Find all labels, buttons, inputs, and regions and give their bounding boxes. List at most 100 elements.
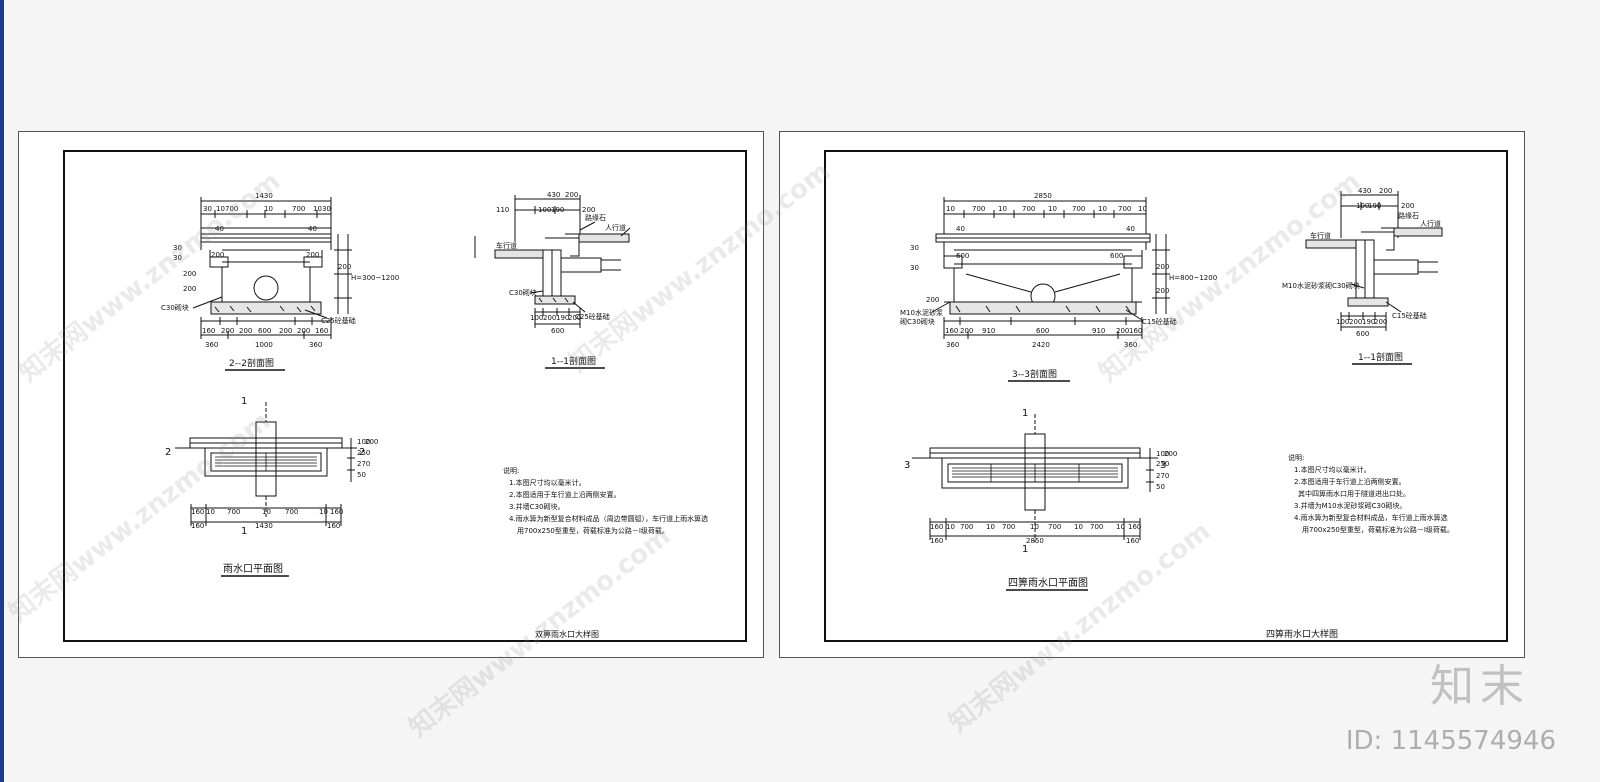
double-inlet-drawing: 1430 30 10 700 10 700 10 30 40 40 200 20…: [161, 191, 631, 577]
side-200b: 200: [183, 285, 196, 293]
s33-label-40a: 40: [956, 225, 965, 233]
label-40b: 40: [308, 225, 317, 233]
s33-dim-700c: 700: [1072, 205, 1085, 213]
s33-b-910b: 910: [1092, 327, 1105, 335]
plan-b-160: 160: [191, 508, 204, 516]
qp-o-2850: 2850: [1026, 537, 1044, 545]
plan-s-270: 270: [357, 460, 370, 468]
side-h: H=300~1200: [351, 274, 399, 282]
plan-o-1430: 1430: [255, 522, 273, 530]
s11-dim-100: 100: [538, 206, 551, 214]
label-200b: 200: [306, 251, 319, 259]
q-note-item-4: 3.井墙为M10水泥砂浆砌C30砌块。: [1294, 502, 1407, 510]
s33-b-160b: 160: [1129, 327, 1142, 335]
qp-b-10b: 10: [986, 523, 995, 531]
q11-b-200: 200: [1349, 318, 1362, 326]
qp-b-160: 160: [930, 523, 943, 531]
mark-2-left: 2: [165, 447, 171, 458]
dim-o-360a: 360: [205, 341, 218, 349]
q11-b-600: 600: [1356, 330, 1369, 338]
s33-dim-700a: 700: [972, 205, 985, 213]
label-c25: C25砼基础: [321, 316, 356, 325]
q11-car-lane: 车行道: [1310, 231, 1331, 240]
qp-b-700a: 700: [960, 523, 973, 531]
s11-b-600: 600: [551, 327, 564, 335]
s33-label-c30: 砌C30砌块: [900, 317, 935, 326]
s33-o-360b: 360: [1124, 341, 1137, 349]
q11-sidewalk: 人行道: [1420, 219, 1441, 228]
s11-b-200: 200: [543, 314, 556, 322]
plan-s-250: 250: [357, 449, 370, 457]
s33-b-910: 910: [982, 327, 995, 335]
label-curb: 路缘石: [585, 213, 606, 222]
dim-o-1000: 1000: [255, 341, 273, 349]
plan-s-100: 100: [357, 438, 370, 446]
side-200c: 200: [338, 263, 351, 271]
q-note-item-2: 2.本图适用于车行道上沿两侧安置。: [1294, 478, 1406, 486]
s33-side-200b: 200: [1156, 263, 1169, 271]
notes-heading: 说明:: [503, 467, 520, 475]
mark-1-top: 1: [241, 396, 247, 407]
sheet-title-quad: 四箅雨水口大样图: [1266, 630, 1339, 640]
section-1-1-quad: [1305, 191, 1443, 331]
plan-b-700b: 700: [285, 508, 298, 516]
plan-b-700a: 700: [227, 508, 240, 516]
label-c30: C30砌块: [161, 303, 189, 312]
plan-title: 雨水口平面图: [223, 563, 283, 575]
plan-b-10b: 10: [262, 508, 271, 516]
plan-view-labels: 1 1 2 2 160 10 700 10 700 10 160 160 143…: [165, 396, 378, 575]
qp-s-100: 100: [1156, 450, 1169, 458]
quad-plan-title: 四箅雨水口平面图: [1008, 576, 1088, 589]
section-1-1-labels: 430 200 110 100 190 200 车行道 路缘石 人行道 C30砌…: [496, 191, 626, 367]
q-mark-1-top: 1: [1022, 408, 1028, 419]
note-item-5: 用700x250型重型，荷载标准为公路－Ⅰ级荷载。: [517, 527, 669, 535]
s33-o-360a: 360: [946, 341, 959, 349]
dim-b-200c: 200: [279, 327, 292, 335]
section-2-2-title: 2--2剖面图: [229, 357, 274, 369]
s33-side-200c: 200: [1156, 287, 1169, 295]
s33-side-h: H=800~1200: [1169, 274, 1217, 282]
dim-b-600: 600: [258, 327, 271, 335]
dim-700b: 700: [292, 205, 305, 213]
s11-label-c30: C30砌块: [509, 288, 537, 297]
s33-b-160: 160: [945, 327, 958, 335]
section-2-2: [192, 197, 352, 339]
qp-b-700c: 700: [1048, 523, 1061, 531]
image-id: ID: 1145574946: [1345, 726, 1556, 756]
grate-bars: [215, 453, 317, 471]
s33-dim-700d: 700: [1118, 205, 1131, 213]
qp-s-270: 270: [1156, 472, 1169, 480]
window-edge: [0, 0, 4, 782]
plan-o-160b: 160: [327, 522, 340, 530]
section-3-3: [931, 197, 1170, 339]
s33-b-200: 200: [960, 327, 973, 335]
qp-b-10e: 10: [1116, 523, 1125, 531]
s33-label-600a: 600: [956, 252, 969, 260]
qp-s-200: 200: [1164, 450, 1177, 458]
q11-b-100: 100: [1336, 318, 1349, 326]
q-mark-3-left: 3: [904, 460, 910, 471]
q-note-item-1: 1.本图尺寸均以毫米计。: [1294, 466, 1371, 474]
plan-o-160a: 160: [191, 522, 204, 530]
qp-b-160b: 160: [1128, 523, 1141, 531]
dim-10c: 10: [313, 205, 322, 213]
s33-dim-10e: 10: [1138, 205, 1147, 213]
s33-dim-700b: 700: [1022, 205, 1035, 213]
q-notes-heading: 说明:: [1288, 454, 1305, 462]
s11-dim-200b: 200: [582, 206, 595, 214]
s11-dim-200: 200: [565, 191, 578, 199]
s33-b-600: 600: [1036, 327, 1049, 335]
q-mark-3-right: 3: [1160, 460, 1166, 471]
q11-dim-200b: 200: [1401, 202, 1414, 210]
plan-s-200: 200: [365, 438, 378, 446]
s11-label-c25: C25砼基础: [575, 312, 610, 321]
dim-b-200b: 200: [239, 327, 252, 335]
q11-curb: 路缘石: [1398, 211, 1419, 220]
s33-side-200a: 200: [926, 296, 939, 304]
s11-dim-110: 110: [496, 206, 509, 214]
q-mark-1-bottom: 1: [1022, 544, 1028, 555]
qp-s-50: 50: [1156, 483, 1165, 491]
dim-1430: 1430: [255, 192, 273, 200]
q11-b-190: 190: [1362, 318, 1375, 326]
qp-b-10d: 10: [1074, 523, 1083, 531]
